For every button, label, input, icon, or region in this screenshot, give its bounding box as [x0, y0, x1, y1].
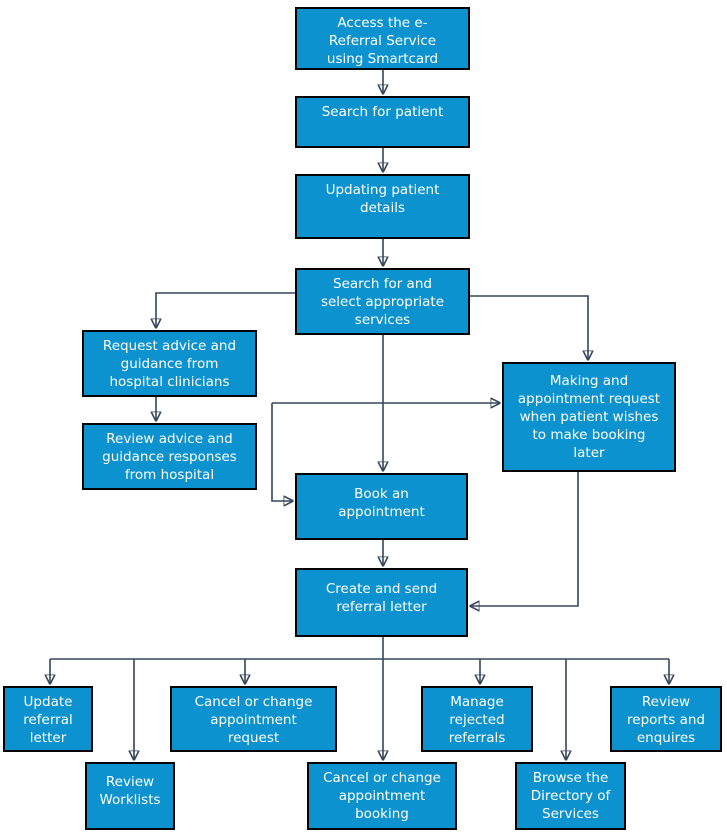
node-updating-patient-details: Updating patient details: [295, 174, 470, 239]
connector-services-to-request-advice: [156, 292, 295, 328]
node-search-for-patient: Search for patient: [295, 96, 470, 148]
node-label: Cancel or change appointment booking: [323, 770, 441, 822]
node-update-referral-letter: Update referral letter: [3, 686, 93, 752]
node-cancel-change-appointment-request: Cancel or change appointment request: [170, 686, 337, 752]
node-request-advice-guidance: Request advice and guidance from hospita…: [82, 330, 257, 397]
node-browse-directory-of-services: Browse the Directory of Services: [515, 762, 626, 830]
node-label: Book an appointment: [338, 486, 425, 520]
node-book-appointment: Book an appointment: [295, 473, 468, 540]
node-label: Cancel or change appointment request: [194, 694, 313, 746]
connector-services-to-making-request: [470, 295, 588, 360]
node-review-advice-guidance: Review advice and guidance responses fro…: [82, 423, 257, 490]
node-review-reports-enquires: Review reports and enquires: [610, 686, 722, 752]
node-label: Browse the Directory of Services: [530, 770, 611, 822]
node-search-select-services: Search for and select appropriate servic…: [295, 268, 470, 335]
node-label: Search for patient: [321, 104, 444, 120]
node-label: Updating patient details: [325, 182, 440, 216]
node-label: Review reports and enquires: [627, 694, 705, 746]
node-label: Access the e- Referral Service using Sma…: [326, 15, 439, 67]
node-manage-rejected-referrals: Manage rejected referrals: [421, 686, 533, 752]
node-review-worklists: Review Worklists: [85, 762, 175, 830]
node-cancel-change-appointment-booking: Cancel or change appointment booking: [307, 762, 457, 830]
connector-making-to-create: [470, 472, 579, 606]
node-label: Create and send referral letter: [325, 581, 438, 615]
node-access-ers-smartcard: Access the e- Referral Service using Sma…: [295, 7, 470, 70]
node-label: Manage rejected referrals: [448, 694, 506, 746]
node-label: Making and appointment request when pati…: [517, 373, 661, 461]
node-making-appointment-request: Making and appointment request when pati…: [502, 362, 676, 472]
node-label: Review Worklists: [99, 774, 161, 808]
node-label: Request advice and guidance from hospita…: [102, 338, 237, 390]
node-label: Review advice and guidance responses fro…: [102, 431, 237, 483]
node-create-send-referral-letter: Create and send referral letter: [295, 568, 468, 637]
node-label: Update referral letter: [23, 694, 73, 746]
connector-branch-to-book: [271, 403, 293, 501]
node-label: Search for and select appropriate servic…: [320, 276, 445, 328]
